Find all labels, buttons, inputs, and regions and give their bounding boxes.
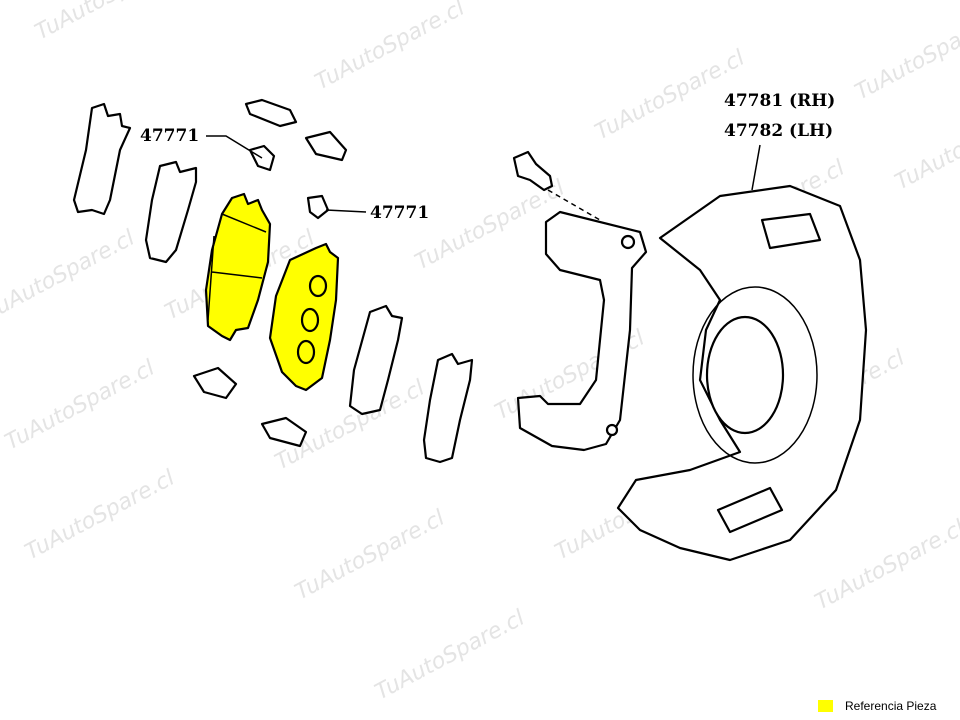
pad-support-plate — [192, 366, 238, 400]
watermark-text: TuAutoSpare.cl — [851, 6, 960, 106]
legend-label: Referencia Pieza — [845, 699, 937, 713]
legend-swatch — [818, 700, 833, 712]
pad-support-plate — [244, 98, 298, 128]
anti-squeal-shim-inner-left — [144, 160, 198, 264]
dust-cover-vent — [716, 486, 784, 534]
brake-pad-outer — [204, 192, 272, 342]
dust-cover-vent — [760, 212, 822, 250]
pad-shim-hole — [296, 339, 316, 365]
watermark-text: TuAutoSpare.cl — [1, 356, 159, 456]
anti-squeal-shim-inner-right — [348, 304, 404, 416]
bolt-leader-line — [547, 189, 601, 221]
watermark-text: TuAutoSpare.cl — [0, 226, 139, 326]
anti-squeal-shim-outer-right — [422, 352, 474, 464]
part-number-label: 47781 (RH) — [724, 91, 835, 111]
watermark-text: TuAutoSpare.cl — [371, 606, 529, 706]
caliper-mounting-bracket — [516, 210, 648, 452]
brake-pad-outer-line — [207, 213, 267, 321]
clip-upper-leader-line — [206, 135, 263, 159]
pad-shim-hole — [300, 307, 320, 333]
dust-cover-leader-line — [751, 144, 761, 191]
pad-shim-hole — [308, 274, 328, 298]
brake-pad-inner — [268, 242, 340, 392]
bracket-bolt-hole — [605, 423, 619, 437]
part-number-label: 47771 — [370, 203, 429, 223]
watermark-text: TuAutoSpare.cl — [21, 466, 179, 566]
bracket-bolt-hole — [620, 234, 636, 250]
watermark-text: TuAutoSpare.cl — [311, 0, 469, 95]
pad-support-plate — [304, 130, 348, 162]
dust-cover-inner-ring — [692, 286, 818, 464]
caliper-bolt — [512, 150, 554, 192]
pad-support-plate — [260, 416, 308, 448]
watermark-text: TuAutoSpare.cl — [891, 96, 960, 196]
pad-wear-indicator-clip — [306, 194, 330, 220]
clip-right-leader-line — [325, 209, 367, 213]
watermark-text: TuAutoSpare.cl — [291, 506, 449, 606]
dust-cover-hub-opening — [705, 315, 785, 435]
watermark-text: TuAutoSpare.cl — [811, 516, 960, 616]
watermark-text: TuAutoSpare.cl — [31, 0, 189, 45]
part-number-label: 47782 (LH) — [724, 121, 833, 141]
legend: Referencia Pieza — [818, 699, 936, 713]
part-number-label: 47771 — [140, 126, 199, 146]
anti-squeal-shim-outer-left — [72, 102, 132, 216]
